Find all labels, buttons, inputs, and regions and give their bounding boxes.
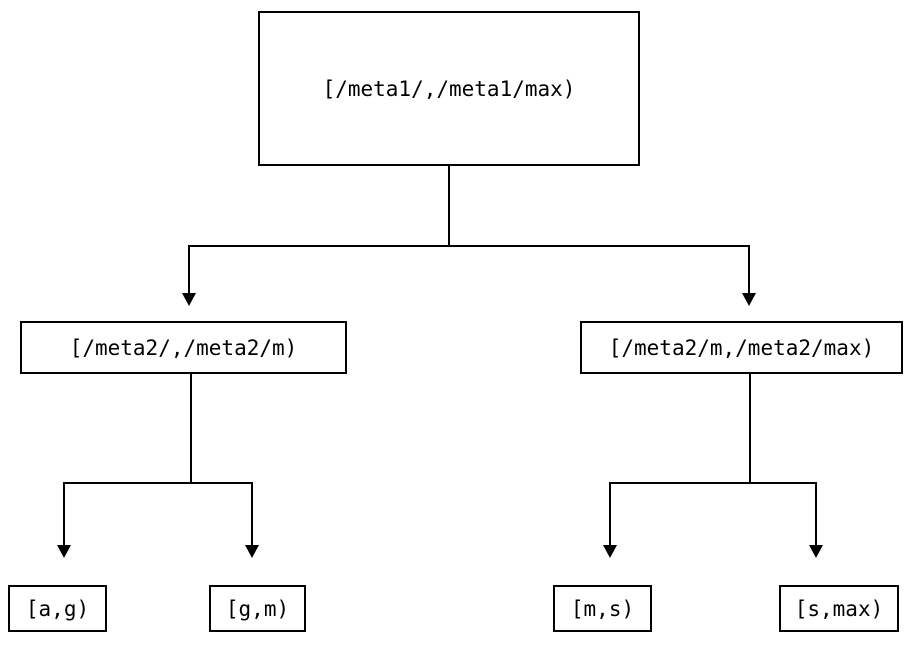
node-leaf-4[interactable]: [s,max) xyxy=(779,585,899,632)
edge-root-stem xyxy=(448,166,450,246)
arrowhead-to-leaf-2 xyxy=(245,545,259,558)
node-leaf-3-label: [m,s) xyxy=(570,596,635,621)
edge-mid-right-to-leaf4-drop xyxy=(815,482,817,546)
edge-mid-right-stem xyxy=(749,374,751,483)
edge-mid-left-stem xyxy=(190,374,192,483)
node-mid-right[interactable]: [/meta2/m,/meta2/max) xyxy=(580,321,903,374)
edge-root-to-mid-left-drop xyxy=(188,245,190,295)
edge-mid-left-crossbar xyxy=(63,482,253,484)
node-root[interactable]: [/meta1/,/meta1/max) xyxy=(258,11,640,166)
node-root-label: [/meta1/,/meta1/max) xyxy=(322,76,576,101)
arrowhead-to-mid-right xyxy=(742,293,756,306)
node-mid-right-label: [/meta2/m,/meta2/max) xyxy=(608,335,875,360)
edge-root-to-mid-right-drop xyxy=(748,245,750,295)
node-mid-left-label: [/meta2/,/meta2/m) xyxy=(69,335,298,360)
edge-root-crossbar xyxy=(188,245,750,247)
edge-mid-right-to-leaf3-drop xyxy=(609,482,611,546)
arrowhead-to-leaf-4 xyxy=(809,545,823,558)
edge-mid-left-to-leaf2-drop xyxy=(251,482,253,546)
arrowhead-to-mid-left xyxy=(182,293,196,306)
edge-mid-right-crossbar xyxy=(609,482,817,484)
node-leaf-2[interactable]: [g,m) xyxy=(209,585,306,632)
node-leaf-2-label: [g,m) xyxy=(225,596,290,621)
arrowhead-to-leaf-1 xyxy=(57,545,71,558)
node-leaf-1-label: [a,g) xyxy=(25,596,90,621)
node-mid-left[interactable]: [/meta2/,/meta2/m) xyxy=(20,321,347,374)
node-leaf-3[interactable]: [m,s) xyxy=(553,585,652,632)
edge-mid-left-to-leaf1-drop xyxy=(63,482,65,546)
node-leaf-4-label: [s,max) xyxy=(794,596,884,621)
node-leaf-1[interactable]: [a,g) xyxy=(8,585,107,632)
arrowhead-to-leaf-3 xyxy=(603,545,617,558)
